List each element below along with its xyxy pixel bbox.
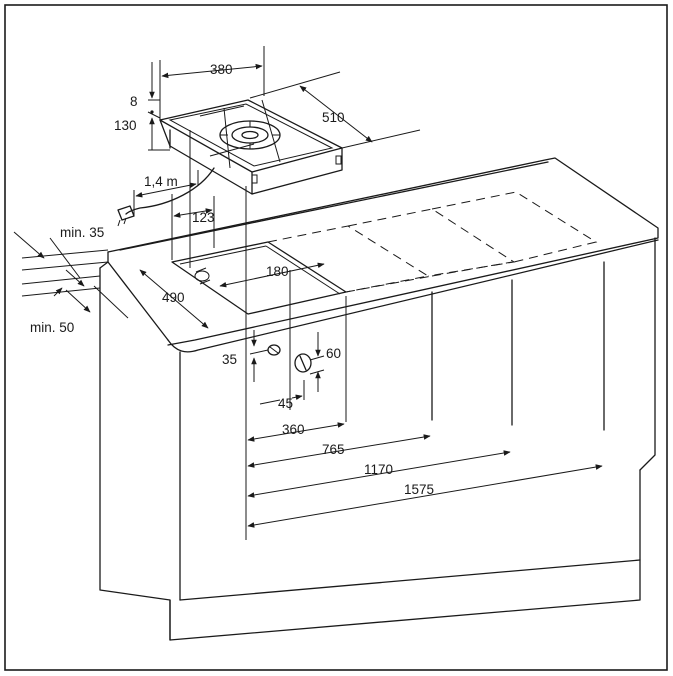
label-123: 123 (192, 210, 215, 225)
label-8: 8 (130, 94, 138, 109)
label-180: 180 (266, 264, 289, 279)
label-1170: 1170 (364, 462, 393, 477)
label-130: 130 (114, 118, 137, 133)
label-765: 765 (322, 442, 345, 457)
future-cutout-outlines (267, 191, 598, 293)
cabinet (99, 237, 656, 641)
control-knobs (267, 344, 312, 373)
dimension-labels: 380 510 8 130 1,4 m 123 min. 35 180 490 … (30, 62, 434, 497)
dimension-lines (13, 46, 603, 540)
label-min-50: min. 50 (30, 320, 74, 335)
label-1-4m: 1,4 m (144, 174, 178, 189)
label-35: 35 (222, 352, 237, 367)
label-min-35: min. 35 (60, 225, 104, 240)
gas-hob (159, 99, 343, 195)
figure-border (4, 4, 668, 671)
label-1575: 1575 (404, 482, 434, 497)
label-490: 490 (162, 290, 185, 305)
label-360: 360 (282, 422, 305, 437)
label-60: 60 (326, 346, 341, 361)
worktop (21, 157, 659, 353)
label-510: 510 (322, 110, 345, 125)
label-45: 45 (278, 396, 293, 411)
label-380: 380 (210, 62, 233, 77)
